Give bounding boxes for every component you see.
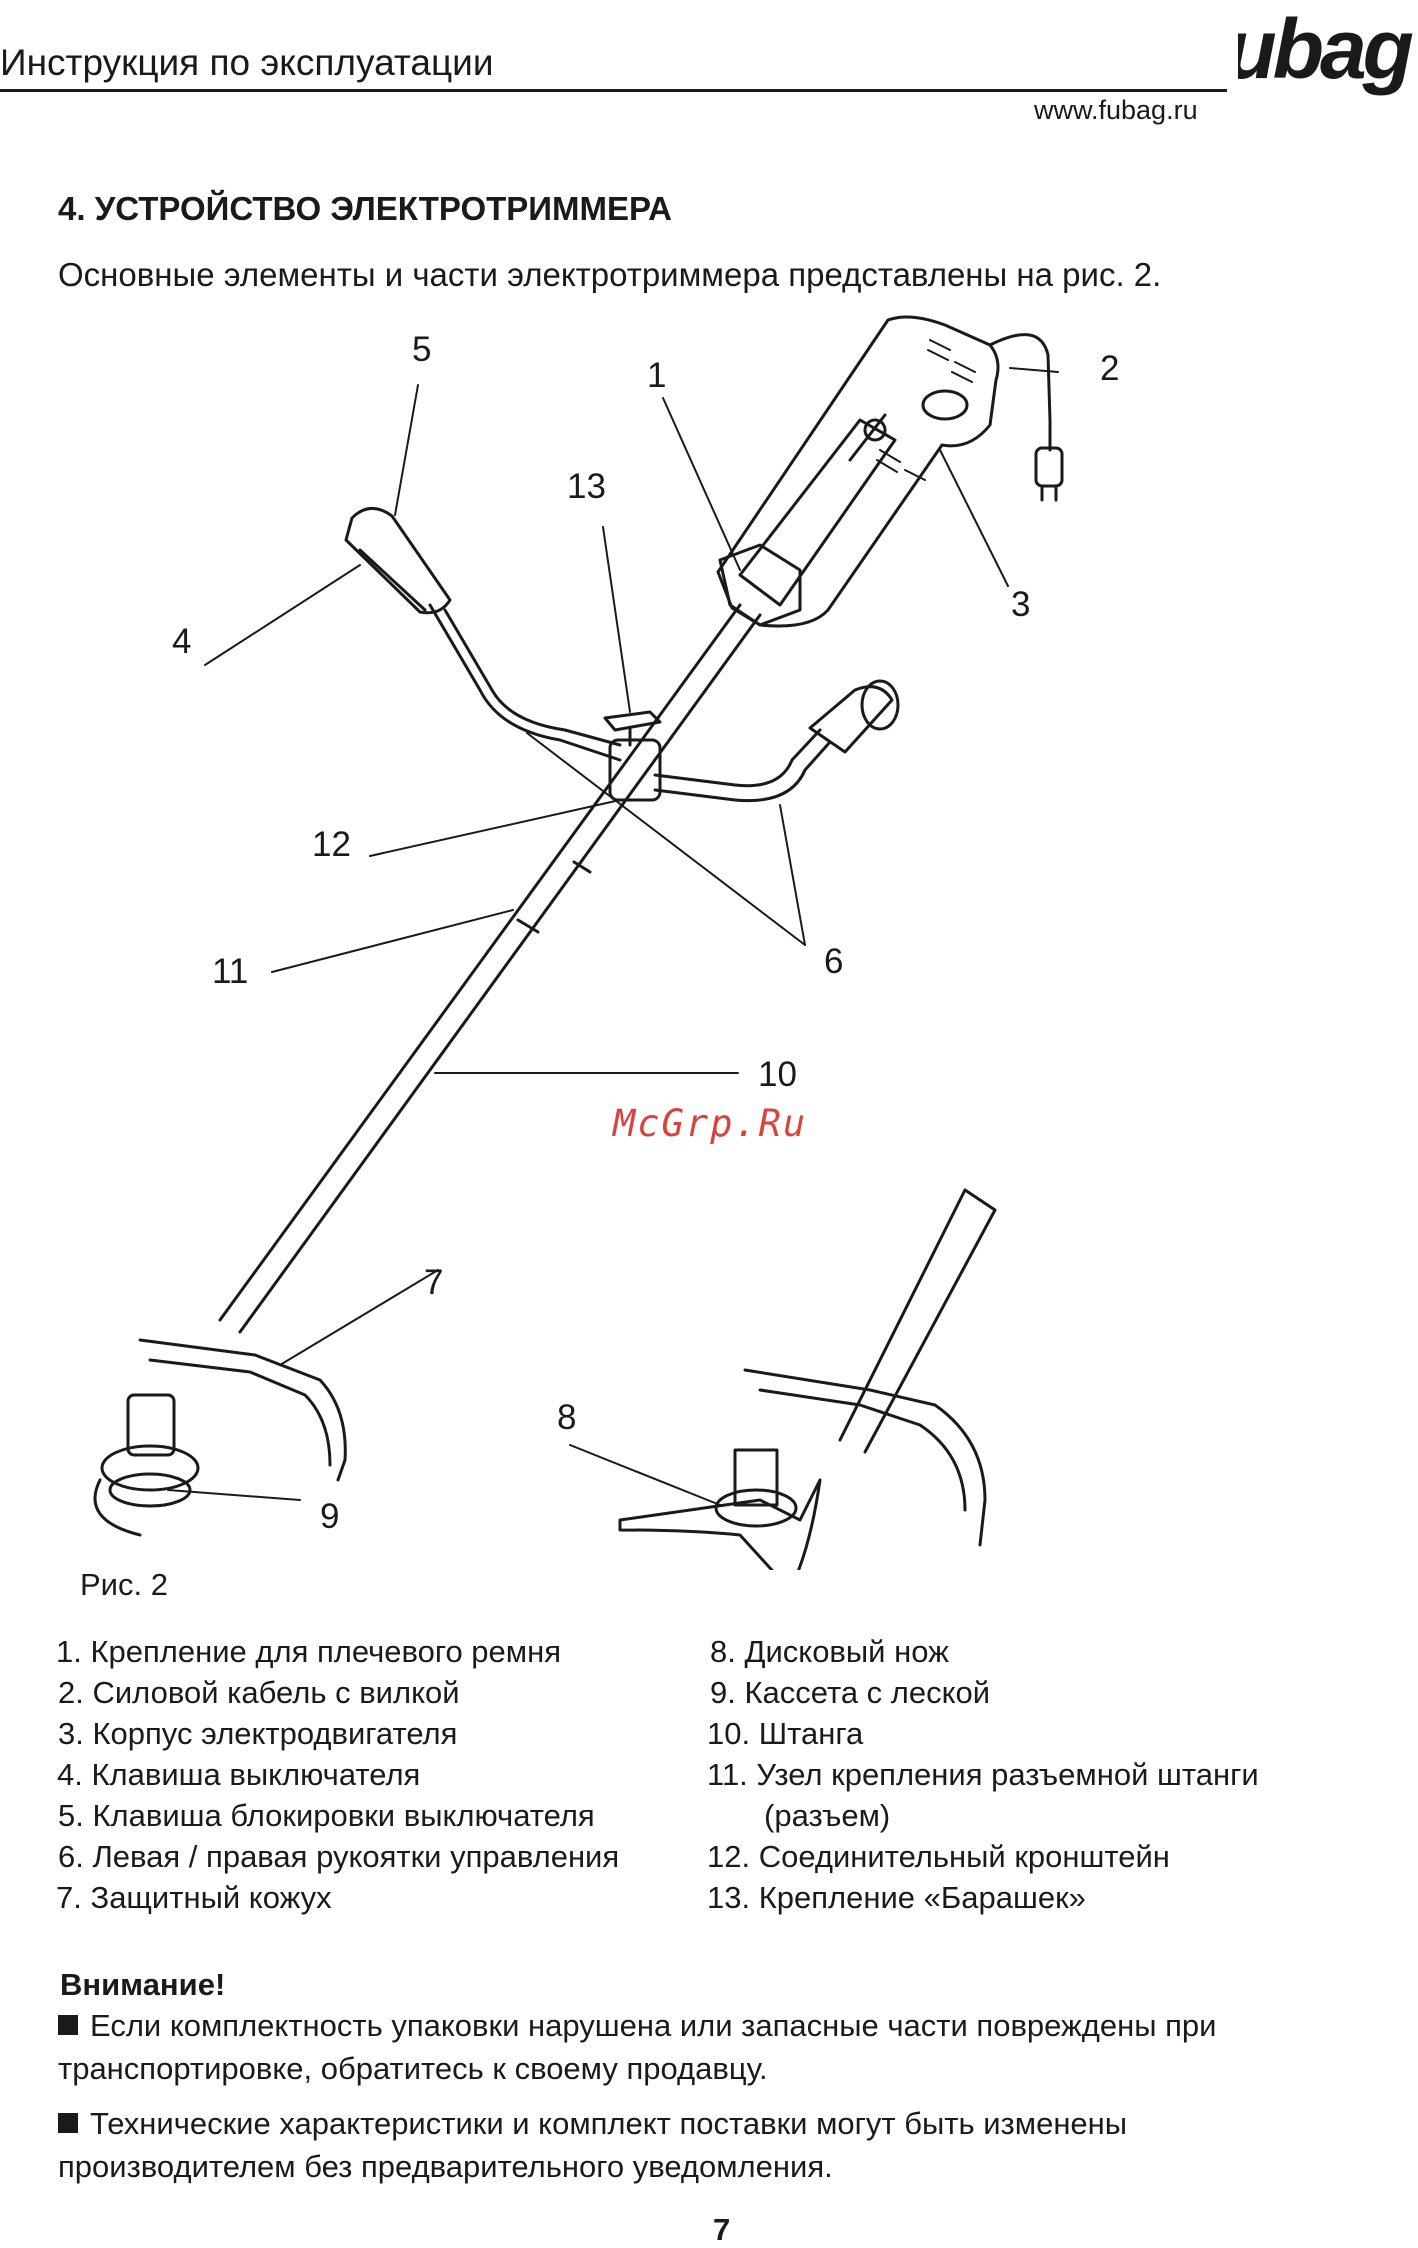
power-cable: [988, 333, 1064, 502]
callout-8: 8: [557, 1398, 577, 1437]
legend-item: 1. Крепление для плечевого ремня: [56, 1634, 562, 1669]
line-head-assembly: [93, 1338, 347, 1537]
callout-3: 3: [1011, 585, 1031, 624]
callout-13: 13: [567, 467, 606, 506]
callout-11: 11: [212, 952, 249, 991]
callout-6: 6: [824, 942, 844, 981]
warning-item-2: Технические характеристики и комплект по…: [58, 2102, 1343, 2188]
legend-item: 3. Корпус электродвигателя: [58, 1716, 458, 1751]
fubag-logo: fubag: [1238, 2, 1417, 96]
legend-item: 2. Силовой кабель с вилкой: [58, 1675, 460, 1710]
legend-item: 4. Клавиша выключателя: [57, 1757, 421, 1792]
bullet-icon: [58, 2015, 78, 2035]
legend-item: 9. Кассета с леской: [710, 1675, 991, 1710]
left-handle: [344, 507, 622, 762]
warning-text: Технические характеристики и комплект по…: [58, 2106, 1128, 2184]
callout-9: 9: [320, 1497, 340, 1536]
warning-text: Если комплектность упаковки нарушена или…: [58, 2008, 1217, 2086]
watermark: McGrp.Ru: [613, 1102, 808, 1145]
trimmer-diagram: [93, 315, 1064, 1570]
callout-10: 10: [758, 1055, 797, 1094]
clamp-bracket: [603, 710, 662, 802]
legend-item: 11. Узел крепления разъемной штанги: [707, 1757, 1259, 1792]
leader-lines: [167, 367, 1059, 1506]
section-title: 4. УСТРОЙСТВО ЭЛЕКТРОТРИММЕРА: [58, 190, 672, 227]
callout-2: 2: [1100, 349, 1120, 388]
disc-blade-assembly: [618, 1188, 997, 1570]
warning-item-1: Если комплектность упаковки нарушена или…: [58, 2004, 1343, 2090]
legend-item: 7. Защитный кожух: [56, 1880, 332, 1915]
website-url: www.fubag.ru: [1034, 95, 1198, 125]
callout-12: 12: [312, 825, 351, 864]
warning-title: Внимание!: [60, 1967, 226, 2002]
bullet-icon: [58, 2113, 78, 2133]
svg-text:fubag: fubag: [1238, 2, 1413, 96]
callout-4: 4: [172, 622, 192, 661]
header-rule: [0, 89, 1227, 92]
callout-7: 7: [424, 1263, 444, 1302]
document-title: Инструкция по эксплуатации: [0, 42, 494, 83]
intro-text: Основные элементы и части электротриммер…: [58, 256, 1162, 293]
page-number: 7: [713, 2212, 731, 2247]
callout-5: 5: [412, 330, 432, 369]
legend-item: 10. Штанга: [707, 1716, 864, 1751]
callout-1: 1: [647, 356, 667, 395]
legend-item: 12. Соединительный кронштейн: [707, 1839, 1170, 1874]
legend-item: (разъем): [764, 1798, 891, 1833]
shaft: [218, 603, 762, 1334]
legend-item: 8. Дисковый нож: [710, 1634, 949, 1669]
motor-housing: [716, 315, 1000, 628]
figure-caption: Рис. 2: [80, 1567, 168, 1602]
legend-item: 6. Левая / правая рукоятки управления: [58, 1839, 620, 1874]
legend-item: 5. Клавиша блокировки выключателя: [58, 1798, 595, 1833]
right-handle: [653, 679, 900, 803]
legend-item: 13. Крепление «Барашек»: [707, 1880, 1086, 1915]
